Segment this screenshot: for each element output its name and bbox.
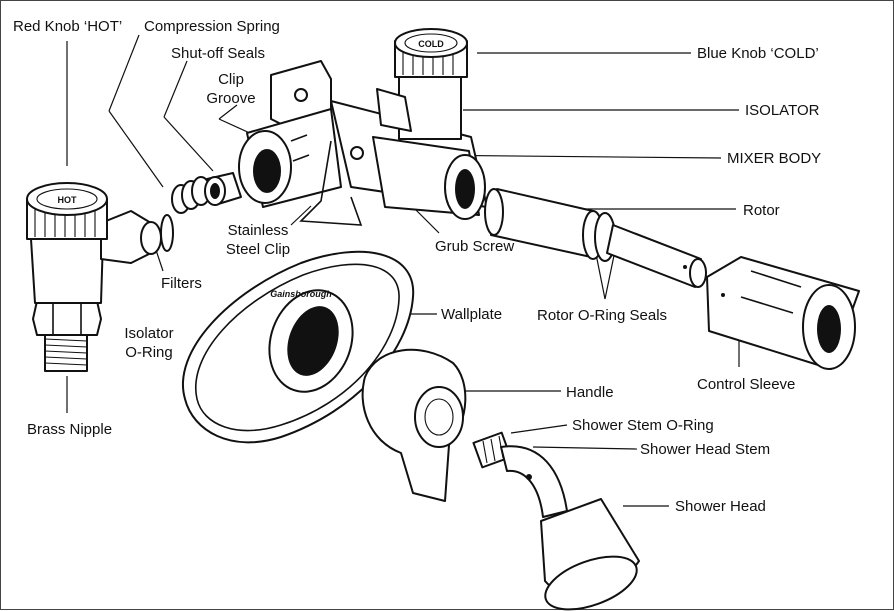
label-compression-spring: Compression Spring — [144, 18, 280, 35]
label-blue-knob: Blue Knob ‘COLD’ — [697, 45, 819, 62]
label-shower-head-stem: Shower Head Stem — [640, 441, 771, 458]
brass-nipple-thread — [44, 338, 88, 366]
shower-head-stem — [500, 445, 568, 518]
label-filters: Filters — [161, 275, 202, 292]
handle-hub — [414, 386, 464, 448]
label-rotor-oring-seals: Rotor O-Ring Seals — [537, 307, 668, 324]
label-stainless-clip-line2: Steel Clip — [225, 241, 291, 258]
label-isolator: ISOLATOR — [745, 102, 820, 119]
label-stainless-clip-line1: Stainless — [227, 222, 289, 239]
leader-shower-head-stem — [532, 446, 638, 450]
rotor-drawing — [484, 188, 707, 288]
red-knob-knurl — [34, 201, 96, 237]
label-isolator-oring-line2: O-Ring — [125, 344, 173, 361]
wallplate-drawing: Gainsborough — [182, 250, 415, 444]
label-red-knob: Red Knob ‘HOT’ — [13, 18, 123, 35]
grub-screw-head — [350, 146, 364, 160]
label-control-sleeve: Control Sleeve — [697, 376, 796, 393]
wallplate-brand-text: Gainsborough — [270, 289, 332, 299]
leader-shower-stem-oring — [510, 424, 568, 434]
hot-isolator-body — [30, 238, 104, 304]
cold-knob-text: COLD — [418, 39, 444, 49]
filter-ring — [160, 214, 174, 252]
label-mixer-body: MIXER BODY — [727, 150, 822, 167]
label-rotor: Rotor — [743, 202, 780, 219]
hot-knob-text: HOT — [58, 195, 78, 205]
label-grub-screw: Grub Screw — [435, 238, 515, 255]
shower-head-drawing — [472, 431, 640, 611]
inline-parts-drawing — [160, 172, 242, 252]
leader-stainless-clip — [290, 205, 312, 226]
label-brass-nipple: Brass Nipple — [27, 421, 113, 438]
handle-drawing — [361, 348, 467, 502]
label-shutoff-seals: Shut-off Seals — [171, 45, 265, 62]
leader-shutoff-seals — [163, 60, 214, 172]
label-shower-stem-oring: Shower Stem O-Ring — [572, 417, 714, 434]
label-clip-groove-line1: Clip — [218, 71, 244, 88]
shower-head-face — [544, 555, 638, 611]
isolator-elbow — [376, 88, 412, 132]
rotor-spindle — [606, 224, 702, 288]
control-sleeve-drawing — [706, 256, 860, 370]
label-wallplate: Wallplate — [441, 306, 503, 323]
hot-isolator-drawing: HOT — [26, 182, 162, 372]
label-handle: Handle — [566, 384, 614, 401]
leader-compression-spring — [108, 34, 164, 188]
blue-knob-knurl — [402, 43, 454, 75]
mixer-body-drawing: COLD — [238, 28, 488, 226]
label-isolator-oring-line1: Isolator — [124, 325, 174, 342]
label-shower-head: Shower Head — [675, 498, 766, 515]
hex-base — [32, 300, 102, 336]
stainless-steel-clip — [299, 140, 363, 226]
label-clip-groove-line2: Groove — [206, 90, 256, 107]
